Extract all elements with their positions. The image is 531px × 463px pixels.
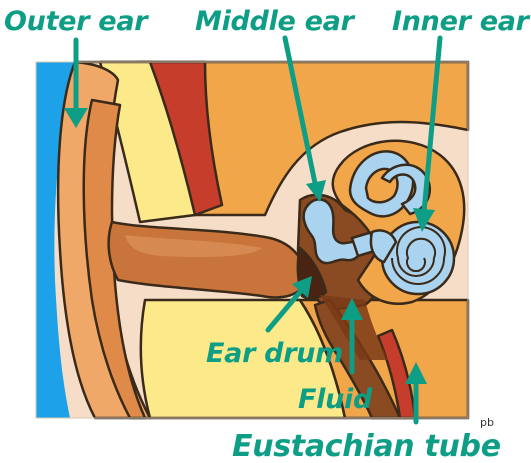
corner-mark: pb: [480, 416, 494, 429]
label-outer-ear: Outer ear: [4, 6, 149, 37]
label-eustachian-tube: Eustachian tube: [232, 429, 501, 463]
label-inner-ear: Inner ear: [392, 6, 531, 37]
label-ear-drum: Ear drum: [206, 338, 343, 369]
label-fluid: Fluid: [298, 384, 373, 415]
label-middle-ear: Middle ear: [195, 6, 356, 37]
